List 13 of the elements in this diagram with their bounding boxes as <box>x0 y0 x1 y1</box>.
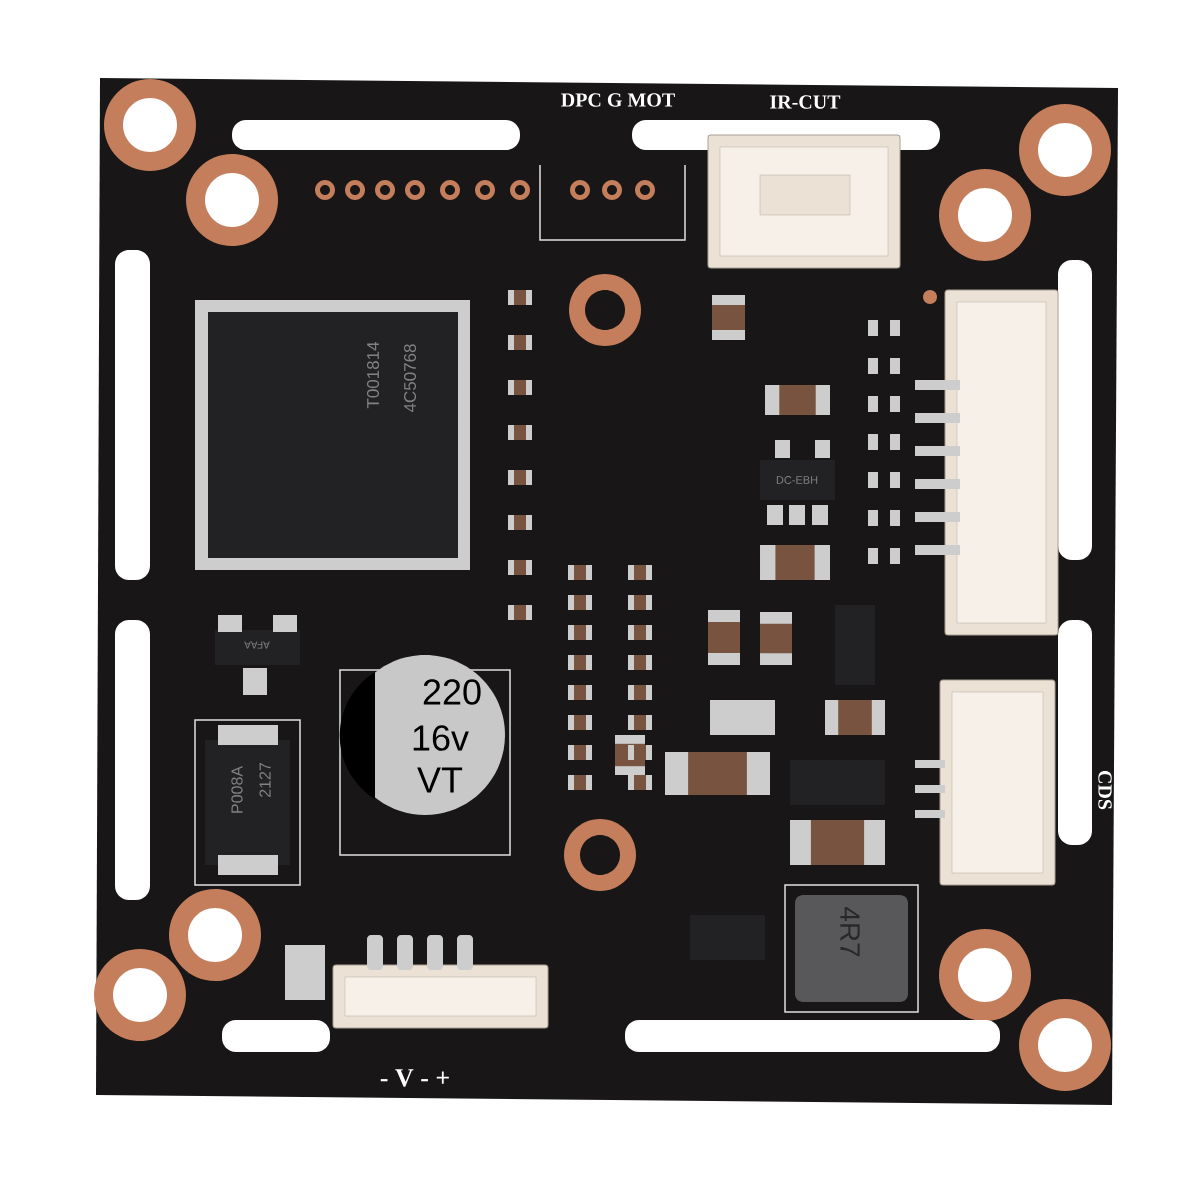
capacitor-marking: 220 <box>423 679 481 705</box>
chip-marking: AFAA <box>244 641 270 649</box>
diode-marking: P008A <box>231 766 243 813</box>
diode-marking: 2127 <box>259 763 271 797</box>
chip-marking: 4C50768 <box>404 344 417 413</box>
silkscreen-label: - V - + <box>380 1069 449 1087</box>
capacitor-marking: VT <box>417 767 463 793</box>
silkscreen-label: IR-CUT <box>770 95 841 109</box>
silkscreen-label: DPC G MOT <box>561 93 675 107</box>
chip-marking: DC-EBH <box>776 476 818 484</box>
chip-marking: T001814 <box>367 341 380 409</box>
capacitor-marking: 16v <box>413 725 469 751</box>
silkscreen-label: CDS <box>1098 770 1112 810</box>
